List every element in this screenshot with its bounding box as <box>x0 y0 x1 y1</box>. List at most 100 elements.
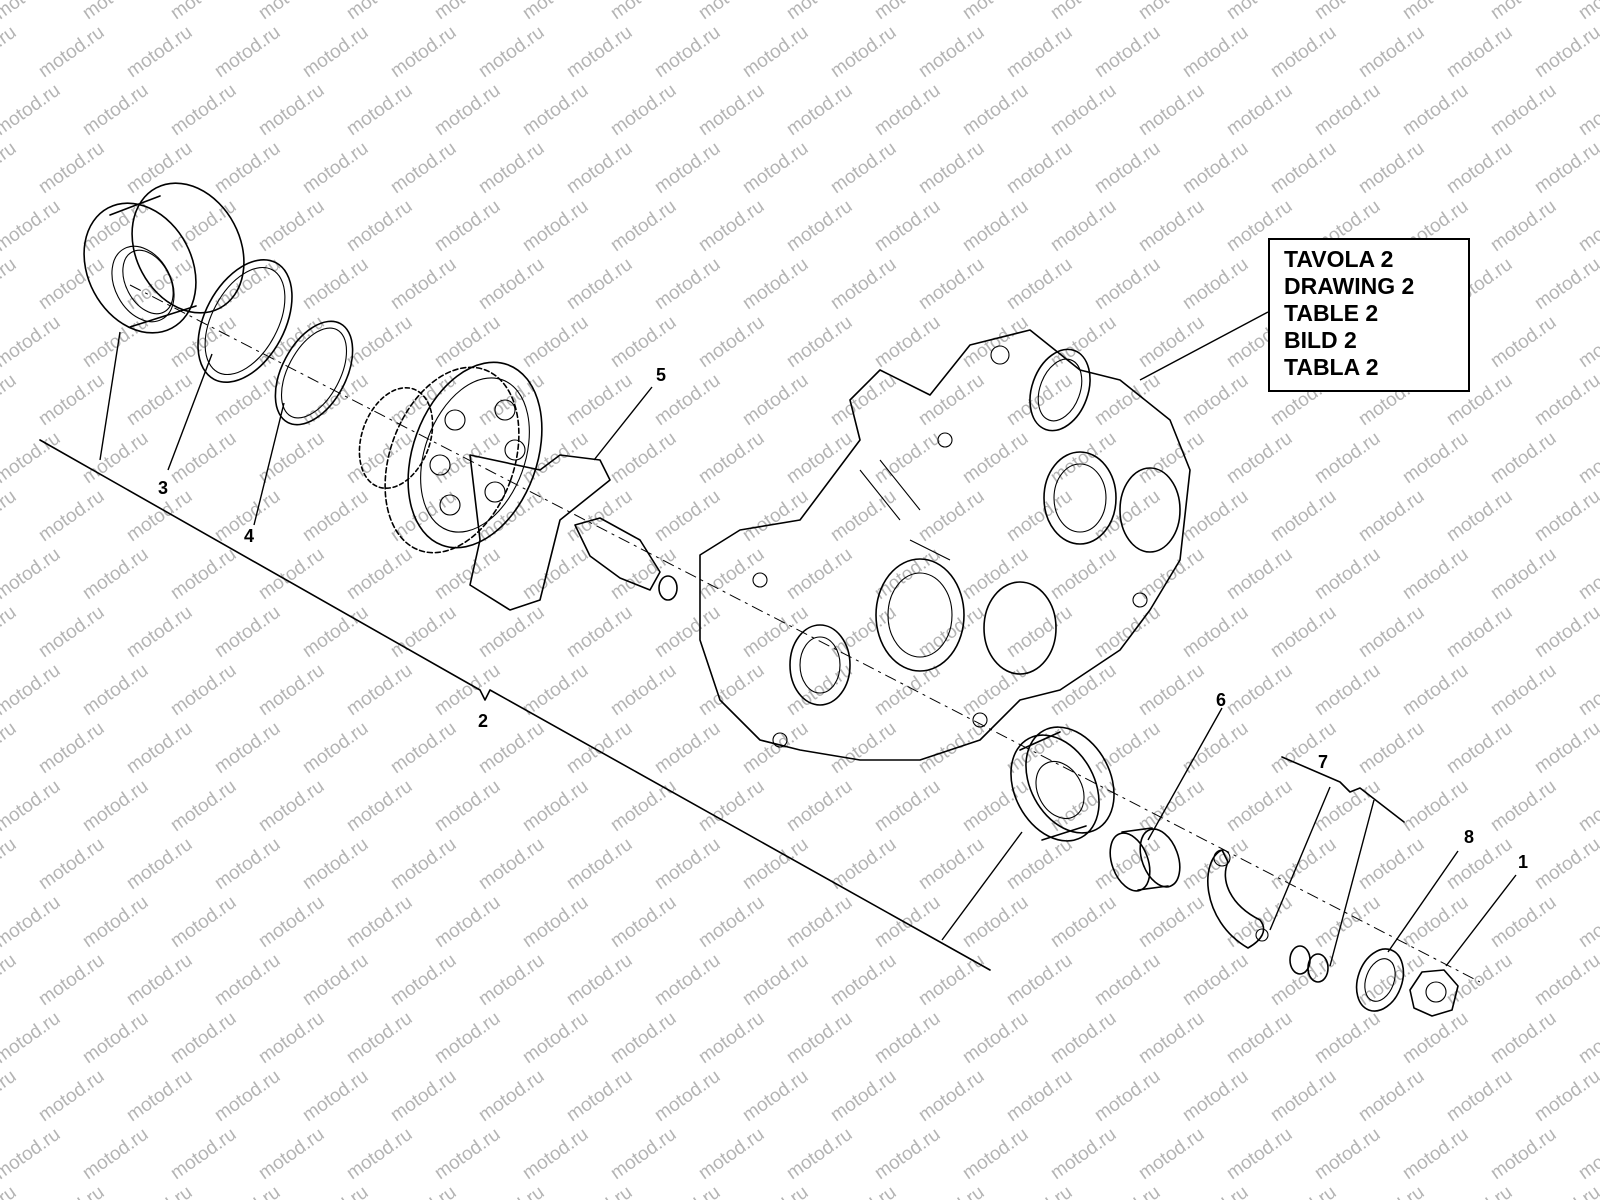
watermark-text: motod.ru <box>35 22 108 82</box>
watermark-text: motod.ru <box>431 892 504 952</box>
watermark-text: motod.ru <box>1399 0 1472 24</box>
watermark-text: motod.ru <box>695 0 768 24</box>
watermark-text: motod.ru <box>959 892 1032 952</box>
watermark-text: motod.ru <box>1355 138 1428 198</box>
watermark-text: motod.ru <box>1399 776 1472 836</box>
watermark-text: motod.ru <box>1531 138 1600 198</box>
watermark-text: motod.ru <box>1311 660 1384 720</box>
watermark-text: motod.ru <box>519 0 592 24</box>
watermark-text: motod.ru <box>0 718 20 778</box>
watermark-text: motod.ru <box>387 1182 460 1200</box>
watermark-text: motod.ru <box>0 428 64 488</box>
watermark-text: motod.ru <box>1267 138 1340 198</box>
watermark-text: motod.ru <box>827 950 900 1010</box>
watermark-text: motod.ru <box>1575 1124 1600 1184</box>
watermark-text: motod.ru <box>35 254 108 314</box>
watermark-text: motod.ru <box>1487 1124 1560 1184</box>
washer <box>1355 948 1405 1012</box>
watermark-text: motod.ru <box>475 1066 548 1126</box>
watermark-text: motod.ru <box>695 776 768 836</box>
watermark-text: motod.ru <box>827 1182 900 1200</box>
watermark-text: motod.ru <box>783 544 856 604</box>
watermark-text: motod.ru <box>0 834 20 894</box>
watermark-text: motod.ru <box>123 834 196 894</box>
watermark-text: motod.ru <box>1531 950 1600 1010</box>
watermark-text: motod.ru <box>1575 0 1600 24</box>
watermark-text: motod.ru <box>1575 312 1600 372</box>
watermark-text: motod.ru <box>167 80 240 140</box>
ref-line-tavola: TAVOLA 2 <box>1284 246 1394 272</box>
assembly-axis <box>129 284 1481 983</box>
watermark-text: motod.ru <box>695 428 768 488</box>
watermark-text: motod.ru <box>1135 660 1208 720</box>
watermark-text: motod.ru <box>1179 602 1252 662</box>
watermark-text: motod.ru <box>431 428 504 488</box>
watermark-text: motod.ru <box>651 602 724 662</box>
watermark-text: motod.ru <box>563 602 636 662</box>
watermark-text: motod.ru <box>695 196 768 256</box>
watermark-text: motod.ru <box>299 22 372 82</box>
watermark-text: motod.ru <box>167 428 240 488</box>
watermark-text: motod.ru <box>959 1124 1032 1184</box>
watermark-text: motod.ru <box>1179 834 1252 894</box>
watermark-text: motod.ru <box>299 834 372 894</box>
watermark-text: motod.ru <box>167 1008 240 1068</box>
watermark-text: motod.ru <box>299 602 372 662</box>
watermark-text: motod.ru <box>1575 544 1600 604</box>
watermark-text: motod.ru <box>299 1182 372 1200</box>
watermark-text: motod.ru <box>827 370 900 430</box>
watermark-text: motod.ru <box>827 22 900 82</box>
watermark-text: motod.ru <box>1487 776 1560 836</box>
watermark-text: motod.ru <box>1091 718 1164 778</box>
watermark-text: motod.ru <box>79 544 152 604</box>
watermark-text: motod.ru <box>167 776 240 836</box>
watermark-text: motod.ru <box>915 834 988 894</box>
watermark-text: motod.ru <box>0 602 20 662</box>
watermark-text: motod.ru <box>739 486 812 546</box>
watermark-text: motod.ru <box>783 80 856 140</box>
watermark-text: motod.ru <box>79 1008 152 1068</box>
watermark-text: motod.ru <box>167 1124 240 1184</box>
watermark-text: motod.ru <box>1267 1182 1340 1200</box>
watermark-text: motod.ru <box>79 428 152 488</box>
ref-line-bild: BILD 2 <box>1284 327 1357 353</box>
watermark-text: motod.ru <box>1355 1066 1428 1126</box>
watermark-text: motod.ru <box>563 138 636 198</box>
watermark-text: motod.ru <box>299 950 372 1010</box>
watermark-text: motod.ru <box>255 80 328 140</box>
watermark-text: motod.ru <box>343 892 416 952</box>
watermark-text: motod.ru <box>1003 138 1076 198</box>
watermark-text: motod.ru <box>1003 486 1076 546</box>
watermark-text: motod.ru <box>739 138 812 198</box>
watermark-text: motod.ru <box>1223 1124 1296 1184</box>
watermark-text: motod.ru <box>35 834 108 894</box>
watermark-text: motod.ru <box>607 660 680 720</box>
watermark-text: motod.ru <box>739 22 812 82</box>
watermark-text: motod.ru <box>607 892 680 952</box>
watermark-text: motod.ru <box>1135 1008 1208 1068</box>
ref-line-tabla: TABLA 2 <box>1284 354 1379 380</box>
watermark-text: motod.ru <box>695 1124 768 1184</box>
callout-8: 8 <box>1464 827 1474 847</box>
watermark-text: motod.ru <box>343 1124 416 1184</box>
watermark-text: motod.ru <box>35 138 108 198</box>
watermark-text: motod.ru <box>0 660 64 720</box>
watermark-text: motod.ru <box>1399 892 1472 952</box>
watermark-text: motod.ru <box>1135 776 1208 836</box>
watermark-text: motod.ru <box>431 80 504 140</box>
watermark-text: motod.ru <box>0 22 20 82</box>
watermark-text: motod.ru <box>519 1008 592 1068</box>
watermark-text: motod.ru <box>783 660 856 720</box>
watermark-text: motod.ru <box>1531 22 1600 82</box>
watermark-text: motod.ru <box>0 486 20 546</box>
watermark-text: motod.ru <box>167 0 240 24</box>
watermark-text: motod.ru <box>1399 544 1472 604</box>
watermark-text: motod.ru <box>1575 1008 1600 1068</box>
watermark-text: motod.ru <box>1267 1066 1340 1126</box>
watermark-text: motod.ru <box>387 22 460 82</box>
watermark-text: motod.ru <box>739 254 812 314</box>
watermark-text: motod.ru <box>211 718 284 778</box>
watermark-text: motod.ru <box>1487 892 1560 952</box>
